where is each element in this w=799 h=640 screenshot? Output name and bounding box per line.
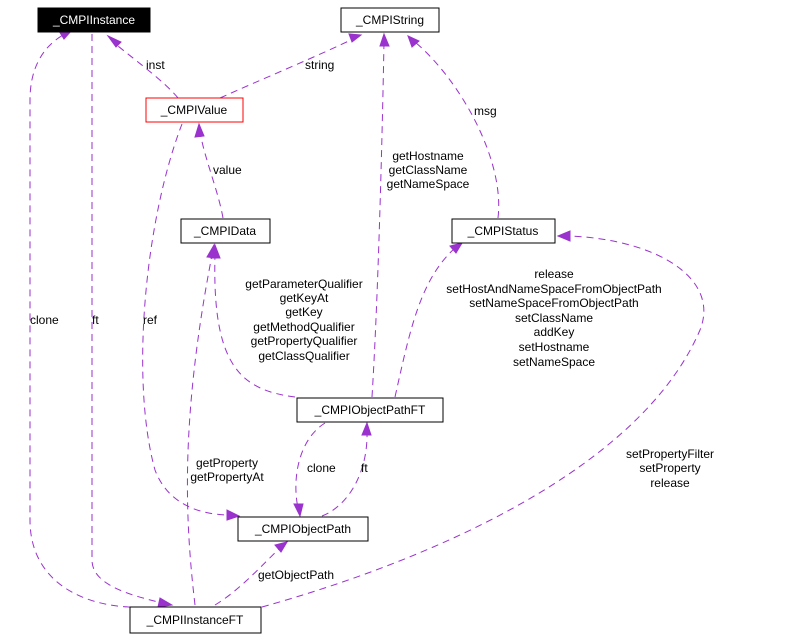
label-ft-left: ft <box>92 313 99 327</box>
edge-get-property <box>186 254 213 606</box>
edge-ft-left <box>91 34 163 604</box>
label-set-property: setProperty <box>639 461 700 475</box>
label-op-ft: ft <box>361 461 368 475</box>
node-cmpi-status-label: _CMPIStatus <box>467 224 539 238</box>
edge-oppft-string-arrowhead <box>379 32 390 47</box>
edge-op-ft <box>321 431 368 517</box>
edge-oppft-data <box>214 254 296 398</box>
edge-string <box>219 37 356 99</box>
node-cmpi-object-path[interactable]: _CMPIObjectPath <box>237 516 369 542</box>
node-cmpi-object-path-ft[interactable]: _CMPIObjectPathFT <box>296 397 444 423</box>
label-set-host-and-name-space-from-object-path: setHostAndNameSpaceFromObjectPath <box>446 282 661 296</box>
label-get-hostname: getHostname <box>392 149 464 163</box>
label-value: value <box>213 163 242 177</box>
label-get-key-at: getKeyAt <box>280 291 329 305</box>
edge-get-property-arrowhead <box>206 243 217 259</box>
node-cmpi-status[interactable]: _CMPIStatus <box>451 218 556 244</box>
label-get-object-path: getObjectPath <box>258 568 334 582</box>
edge-msg <box>414 41 500 219</box>
edge-get-object-path-arrowhead <box>274 541 289 553</box>
edge-instft-status <box>261 235 705 608</box>
node-cmpi-object-path-ft-label: _CMPIObjectPathFT <box>314 403 426 417</box>
label-set-property-filter: setPropertyFilter <box>626 447 714 461</box>
label-set-class-name: setClassName <box>515 311 593 325</box>
node-cmpi-instance-ft[interactable]: _CMPIInstanceFT <box>129 606 262 634</box>
label-release-2: release <box>650 476 690 490</box>
label-ref: ref <box>143 313 158 327</box>
label-inst: inst <box>146 58 165 72</box>
node-cmpi-value-label: _CMPIValue <box>160 103 228 117</box>
edge-inst-arrowhead <box>106 34 122 48</box>
label-get-property: getProperty <box>196 456 258 470</box>
edges <box>29 29 705 608</box>
node-cmpi-instance-ft-label: _CMPIInstanceFT <box>146 613 244 627</box>
label-get-key: getKey <box>285 305 322 319</box>
label-release: release <box>534 267 574 281</box>
nodes: _CMPIInstance _CMPIString _CMPIValue _CM… <box>37 7 556 634</box>
edge-get-object-path <box>214 547 281 606</box>
edge-string-arrowhead <box>348 33 363 43</box>
label-get-name-space: getNameSpace <box>387 177 470 191</box>
label-get-class-qualifier: getClassQualifier <box>258 349 349 363</box>
label-get-parameter-qualifier: getParameterQualifier <box>245 277 362 291</box>
label-get-property-at: getPropertyAt <box>190 470 264 484</box>
node-cmpi-data[interactable]: _CMPIData <box>180 218 271 244</box>
node-cmpi-value[interactable]: _CMPIValue <box>145 97 244 123</box>
node-cmpi-instance-label: _CMPIInstance <box>52 13 135 27</box>
label-get-method-qualifier: getMethodQualifier <box>253 320 354 334</box>
label-set-hostname: setHostname <box>519 340 590 354</box>
edge-ref <box>142 123 231 516</box>
edge-instft-status-arrowhead <box>556 230 571 242</box>
edge-oppft-status <box>394 247 456 398</box>
edge-oppft-status-arrowhead <box>449 242 464 254</box>
edge-op-clone <box>295 422 326 509</box>
node-cmpi-object-path-label: _CMPIObjectPath <box>254 522 351 536</box>
label-set-name-space-from-object-path: setNameSpaceFromObjectPath <box>469 296 638 310</box>
label-op-clone: clone <box>307 461 336 475</box>
edge-inst <box>112 41 179 99</box>
label-get-class-name: getClassName <box>389 163 468 177</box>
edge-ft-left-arrowhead <box>157 597 174 608</box>
edge-ref-arrowhead <box>226 509 241 521</box>
edge-oppft-string <box>371 41 385 398</box>
node-cmpi-data-label: _CMPIData <box>193 224 256 238</box>
edge-op-clone-arrowhead <box>293 503 304 518</box>
node-cmpi-instance[interactable]: _CMPIInstance <box>37 7 151 33</box>
label-msg: msg <box>474 104 497 118</box>
label-clone-left: clone <box>30 313 59 327</box>
label-get-property-qualifier: getPropertyQualifier <box>251 334 358 348</box>
node-cmpi-string-label: _CMPIString <box>355 13 424 27</box>
label-add-key: addKey <box>534 325 575 339</box>
edge-labels: inst string msg value getHostname getCla… <box>30 58 714 582</box>
node-cmpi-string[interactable]: _CMPIString <box>340 7 440 33</box>
edge-msg-arrowhead <box>407 35 420 48</box>
label-string: string <box>305 58 334 72</box>
edge-value-arrowhead <box>194 122 205 138</box>
label-set-name-space: setNameSpace <box>513 355 595 369</box>
edge-clone-left <box>29 33 131 608</box>
edge-op-ft-arrowhead <box>361 421 372 436</box>
